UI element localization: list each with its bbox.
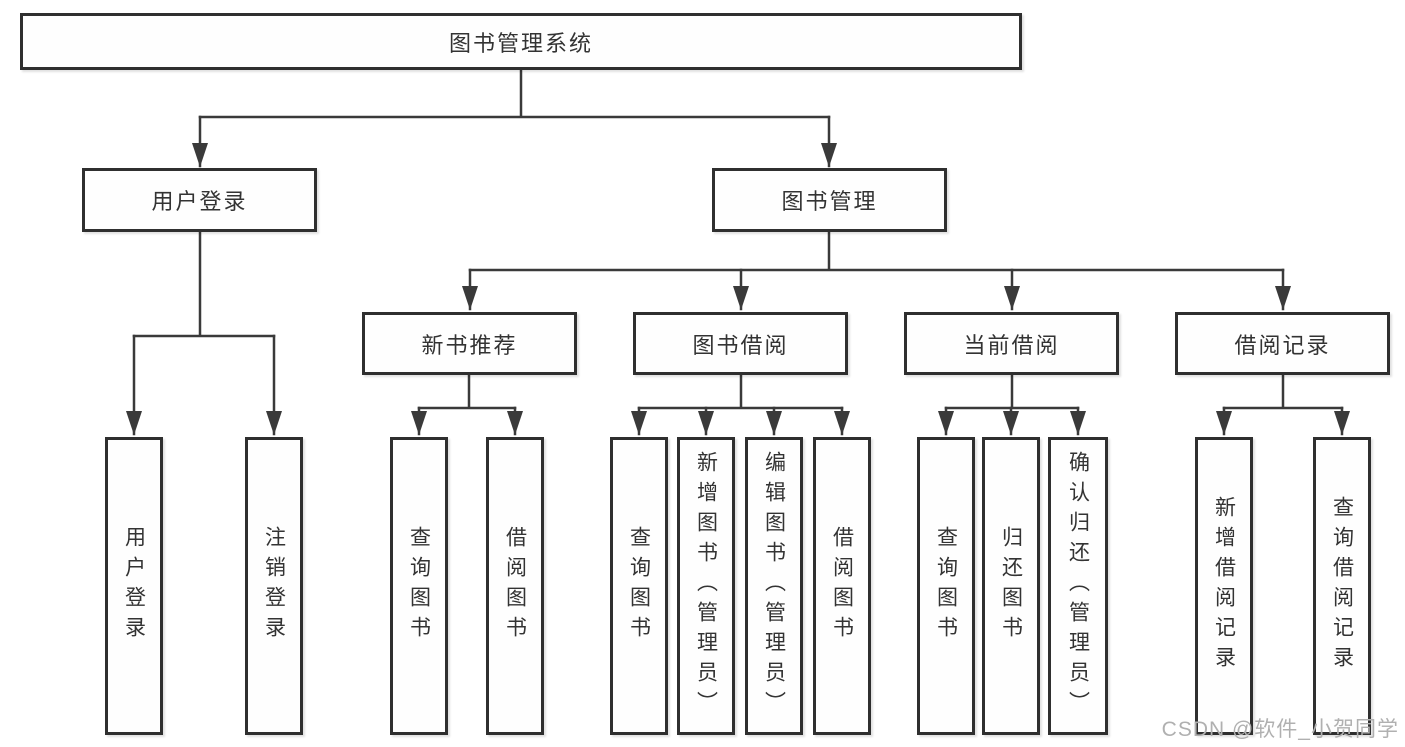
node-book-management: 图书管理 bbox=[712, 168, 947, 232]
node-borrowing-records: 借阅记录 bbox=[1175, 312, 1390, 375]
connector-bookmgmt-rail bbox=[468, 230, 1285, 272]
node-new-book-recommend: 新书推荐 bbox=[362, 312, 577, 375]
connector-current-rail bbox=[944, 373, 1080, 410]
leaf-query-books-current: 查询图书 bbox=[917, 437, 975, 735]
connector-records-rail bbox=[1222, 373, 1344, 410]
connector-borrow-rail bbox=[637, 373, 844, 410]
node-label: 确认归还（管理员） bbox=[1066, 451, 1090, 721]
node-label: 用户登录 bbox=[122, 526, 146, 646]
node-label: 查询图书 bbox=[627, 526, 651, 646]
node-label: 图书管理 bbox=[781, 189, 878, 214]
node-current-borrowing: 当前借阅 bbox=[904, 312, 1119, 375]
node-label: 图书管理系统 bbox=[448, 30, 593, 56]
leaf-edit-books-admin: 编辑图书（管理员） bbox=[745, 437, 803, 735]
node-label: 新增借阅记录 bbox=[1212, 496, 1236, 676]
node-label: 新增图书（管理员） bbox=[694, 451, 718, 721]
node-label: 借阅图书 bbox=[830, 526, 854, 646]
leaf-add-borrow-record: 新增借阅记录 bbox=[1195, 437, 1253, 735]
node-label: 图书借阅 bbox=[692, 332, 789, 358]
node-root-system: 图书管理系统 bbox=[20, 13, 1022, 70]
csdn-watermark: CSDN @软件_小贺同学 bbox=[1161, 718, 1399, 741]
leaf-confirm-return-admin: 确认归还（管理员） bbox=[1048, 437, 1108, 735]
node-label: 查询图书 bbox=[407, 526, 431, 646]
leaf-logout: 注销登录 bbox=[245, 437, 303, 735]
leaf-query-borrow-record: 查询借阅记录 bbox=[1313, 437, 1371, 735]
leaf-user-login: 用户登录 bbox=[105, 437, 163, 735]
connector-userlogin-rail bbox=[132, 230, 276, 338]
connector-newbook-rail bbox=[417, 373, 517, 410]
leaf-add-books-admin: 新增图书（管理员） bbox=[677, 437, 735, 735]
leaf-borrow-books-recommend: 借阅图书 bbox=[486, 437, 544, 735]
leaf-borrow-books: 借阅图书 bbox=[813, 437, 871, 735]
node-label: 查询借阅记录 bbox=[1330, 496, 1354, 676]
leaf-query-books-recommend: 查询图书 bbox=[390, 437, 448, 735]
node-label: 注销登录 bbox=[262, 526, 286, 646]
node-label: 借阅图书 bbox=[503, 526, 527, 646]
node-user-login: 用户登录 bbox=[82, 168, 317, 232]
node-label: 借阅记录 bbox=[1234, 332, 1331, 358]
node-label: 归还图书 bbox=[999, 526, 1023, 646]
node-label: 查询图书 bbox=[934, 526, 958, 646]
leaf-query-books-borrowing: 查询图书 bbox=[610, 437, 668, 735]
node-label: 新书推荐 bbox=[421, 332, 518, 358]
leaf-return-books: 归还图书 bbox=[982, 437, 1040, 735]
node-label: 用户登录 bbox=[151, 189, 248, 214]
node-label: 当前借阅 bbox=[963, 332, 1060, 358]
node-book-borrowing: 图书借阅 bbox=[633, 312, 848, 375]
node-label: 编辑图书（管理员） bbox=[762, 451, 786, 721]
connector-root-rail bbox=[198, 68, 831, 119]
